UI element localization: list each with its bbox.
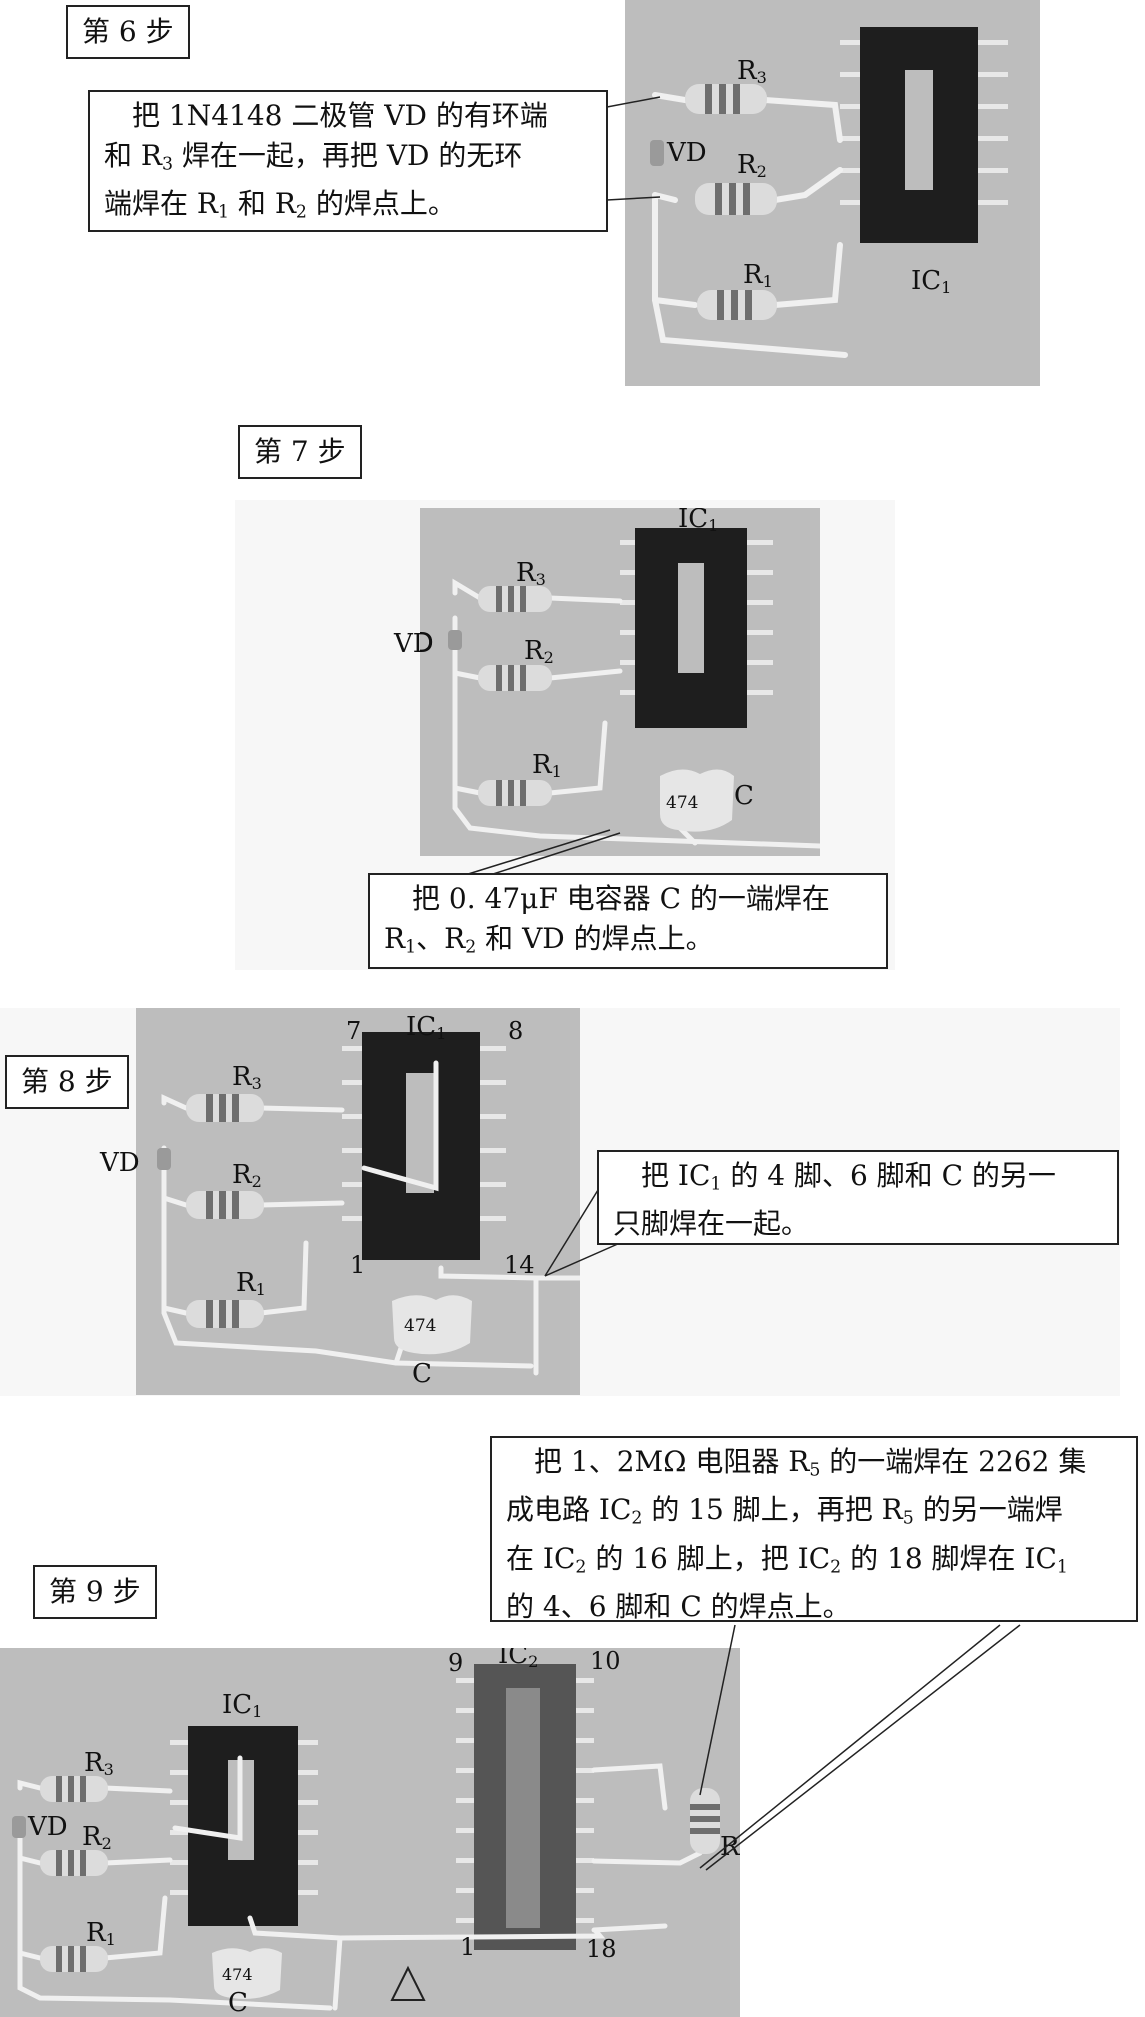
resistor-r3: [685, 84, 767, 114]
step9-caption-line1: 把 1、2MΩ 电阻器 R5 的一端焊在 2262 集: [534, 1445, 1087, 1481]
resistor-r1: [697, 290, 777, 320]
diode-vd: [650, 140, 664, 166]
step7-photo-art: [448, 528, 820, 849]
step9-wires: [17, 1755, 703, 2011]
r2-label: R2: [82, 1822, 112, 1854]
step8-caption-line2: 只脚焊在一起。: [613, 1207, 810, 1241]
vd-label: VD: [420, 628, 434, 658]
capacitor-marking: 474: [222, 1965, 253, 1984]
ic2-pins: [456, 1678, 594, 1923]
vd-label-outside: VD: [100, 1148, 140, 1178]
step6-caption-line3: 端焊在 R1 和 R2 的焊点上。: [104, 187, 456, 223]
vd-label: VD: [28, 1812, 68, 1842]
resistor-r3: [186, 1094, 264, 1122]
ic2-socket-window: [506, 1688, 540, 1928]
step9-label: 第 9 步: [33, 1565, 157, 1619]
step7-photo: IC1 R3 VD R2 R1 474 C: [420, 508, 820, 856]
resistor-r2: [478, 665, 552, 691]
ic1-label: IC1: [406, 1012, 447, 1044]
resistor-r2: [695, 183, 777, 215]
capacitor-marking: 474: [666, 793, 699, 813]
step8-wires: [161, 1060, 580, 1376]
step9-caption-line4: 的 4、6 脚和 C 的焊点上。: [506, 1589, 851, 1623]
ic1-pins: [840, 40, 1008, 205]
diode-vd: [448, 630, 462, 650]
pin1-label: 1: [460, 1933, 476, 1961]
ic1-label: IC1: [678, 508, 719, 536]
r2-label: R2: [737, 150, 767, 182]
step6-caption-line2: 和 R3 焊在一起，再把 VD 的无环: [104, 139, 523, 175]
step8-caption: 把 IC1 的 4 脚、6 脚和 C 的另一 只脚焊在一起。: [597, 1150, 1119, 1245]
pin9-label: 9: [448, 1649, 464, 1677]
step8-caption-line1: 把 IC1 的 4 脚、6 脚和 C 的另一: [641, 1159, 1056, 1195]
r1-label: R1: [86, 1918, 116, 1950]
c-label: C: [228, 1988, 248, 2017]
ic1-label: IC1: [911, 266, 952, 298]
r1-label: R1: [532, 750, 562, 782]
step9-photo-art: [12, 1664, 720, 2011]
r1-label: R1: [743, 260, 773, 292]
resistor-r1: [186, 1300, 264, 1328]
resistor-r2: [40, 1850, 108, 1876]
capacitor-marking: 474: [404, 1316, 437, 1336]
step7-wires: [452, 578, 820, 849]
ic1-socket-window: [406, 1073, 434, 1193]
step7-caption-line2: R1、R2 和 VD 的焊点上。: [384, 922, 714, 958]
step6-photo-art: [650, 27, 1008, 358]
step9-caption-line3: 在 IC2 的 16 脚上，把 IC2 的 18 脚焊在 IC1: [506, 1541, 1068, 1577]
resistor-r5: [690, 1788, 720, 1854]
r3-label: R3: [232, 1062, 262, 1094]
step7-caption-line1: 把 0. 47μF 电容器 C 的一端焊在: [412, 882, 830, 915]
capacitor-c: [392, 1295, 472, 1355]
step8-photo-art: [157, 1032, 580, 1376]
step6-caption-line1: 把 1N4148 二极管 VD 的有环端: [132, 99, 548, 132]
step9-caption-line2: 成电路 IC2 的 15 脚上，再把 R5 的另一端焊: [506, 1493, 1063, 1529]
ic1-pins: [170, 1740, 318, 1895]
pin14-label: 14: [504, 1251, 535, 1279]
capacitor-c: [212, 1948, 282, 1999]
diode-vd: [157, 1148, 171, 1170]
capacitor-c: [660, 769, 734, 832]
pin18-label: 18: [586, 1935, 617, 1963]
step7-caption: 把 0. 47μF 电容器 C 的一端焊在 R1、R2 和 VD 的焊点上。: [368, 873, 888, 969]
r2-label: R2: [524, 636, 554, 668]
step6-caption: 把 1N4148 二极管 VD 的有环端 和 R3 焊在一起，再把 VD 的无环…: [88, 90, 608, 232]
step8-photo: 7 IC1 8 R3 VD R2 R1 1 14 474 C: [136, 1008, 580, 1395]
resistor-r2: [186, 1191, 264, 1219]
step9-photo: IC1 IC2 9 10 R3 VD R2 R1 R5 1 18 474 C: [0, 1648, 740, 2017]
pin7-label: 7: [346, 1017, 362, 1045]
ic1-pins: [342, 1046, 506, 1221]
r3-label: R3: [516, 558, 546, 590]
c-label: C: [734, 781, 754, 811]
step6-wires: [652, 92, 848, 358]
resistor-r1: [40, 1946, 108, 1972]
step8-label: 第 8 步: [5, 1055, 129, 1109]
r3-label: R3: [737, 56, 767, 88]
diode-vd: [12, 1816, 26, 1838]
vd-label-outside: VD: [394, 629, 434, 659]
pin10-label: 10: [590, 1648, 621, 1675]
vd-label: VD: [136, 1150, 140, 1176]
pin1-label: 1: [350, 1251, 366, 1279]
r1-label: R1: [236, 1268, 266, 1300]
ic1-socket-window: [905, 70, 933, 190]
ic2-label: IC2: [498, 1648, 539, 1672]
step6-photo: R3 VD R2 R1 IC1: [625, 0, 1040, 386]
junction-triangle-icon: [390, 1965, 426, 2001]
r2-label: R2: [232, 1160, 262, 1192]
step7-label: 第 7 步: [238, 425, 362, 479]
pin8-label: 8: [508, 1017, 524, 1045]
ic1-pins: [620, 540, 773, 695]
step6-label: 第 6 步: [66, 5, 190, 59]
resistor-r3: [478, 586, 552, 612]
c-label: C: [412, 1359, 432, 1389]
r3-label: R3: [84, 1748, 114, 1780]
step9-caption: 把 1、2MΩ 电阻器 R5 的一端焊在 2262 集 成电路 IC2 的 15…: [490, 1436, 1138, 1623]
resistor-r3: [40, 1776, 108, 1802]
resistor-r1: [478, 780, 552, 806]
ic1-label: IC1: [222, 1690, 263, 1722]
r5-label: R5: [720, 1832, 740, 1863]
ic1-socket-window: [678, 563, 704, 673]
vd-label: VD: [667, 138, 707, 168]
